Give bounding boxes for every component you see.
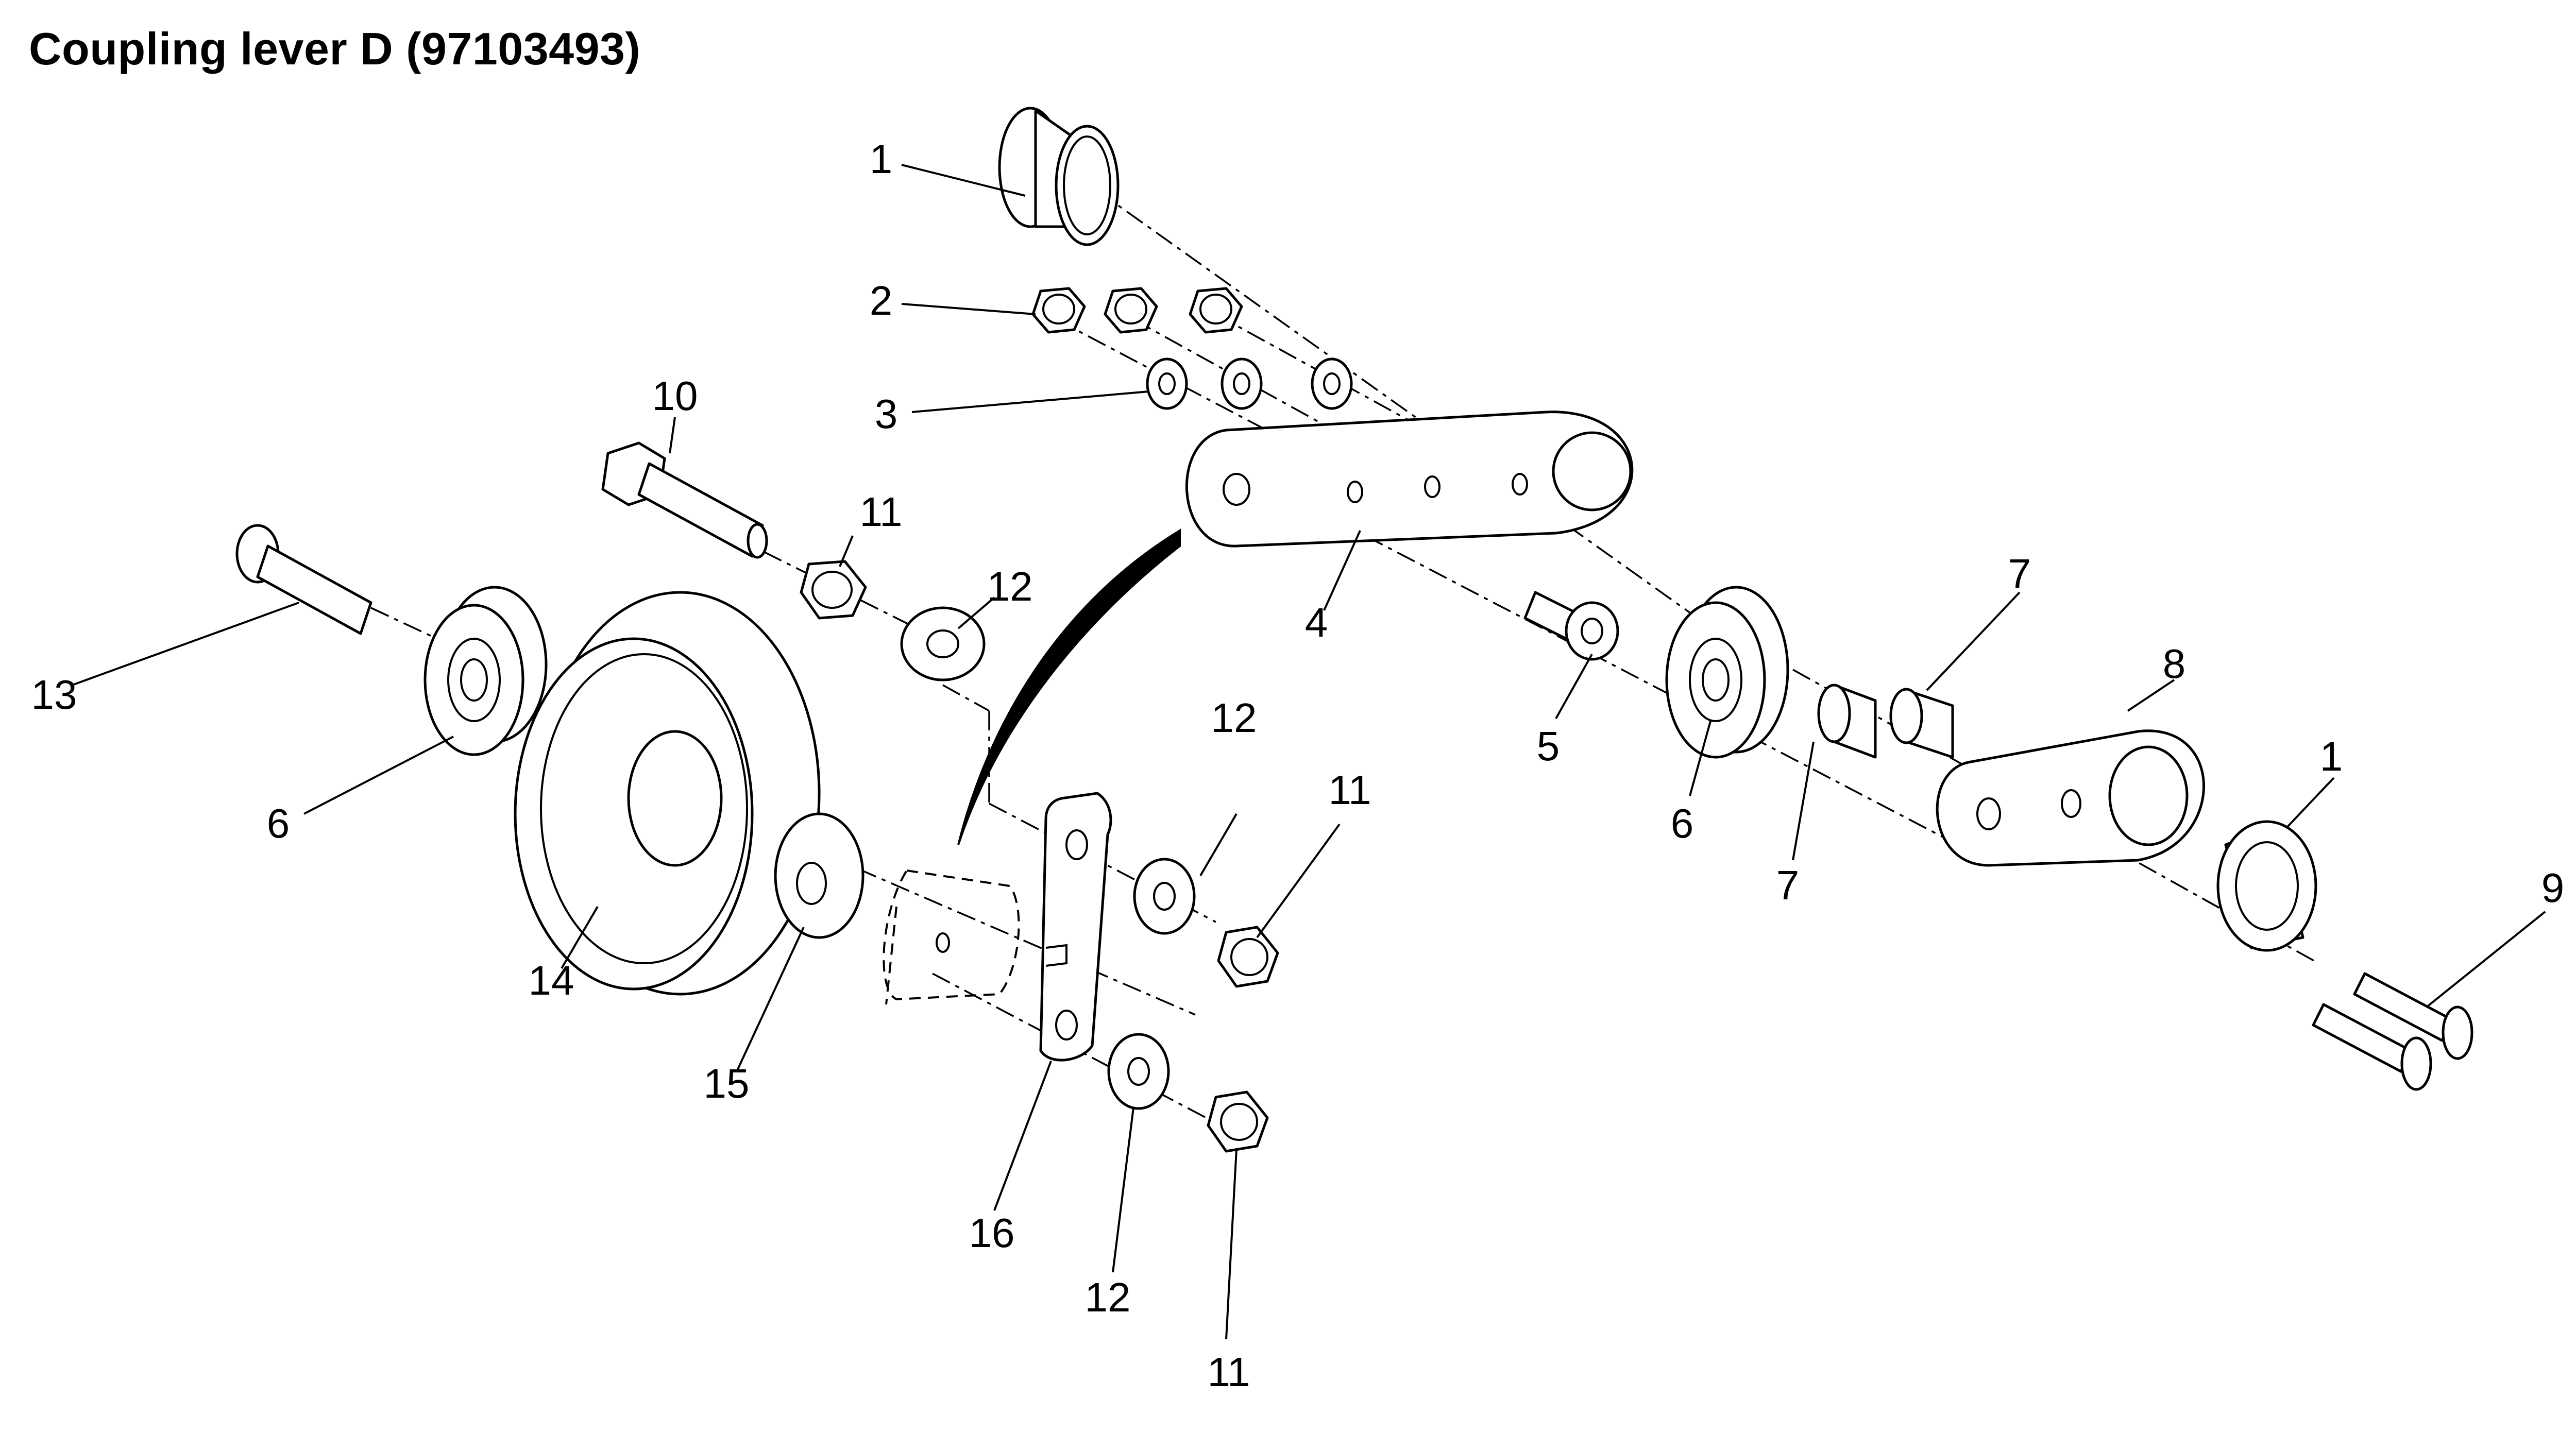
callout-9: 9 [2541,865,2565,911]
spacer-sleeves [1817,684,1954,759]
flanged-bushing-top [998,107,1120,246]
callout-13: 13 [31,672,77,718]
callout-14: 14 [529,958,574,1003]
pulley-wheel [514,591,821,996]
coupling-lever-short [1936,729,2205,867]
callout-6-left: 6 [267,800,290,846]
hex-bolt [601,441,768,559]
callout-7-upper: 7 [2008,551,2031,596]
countersunk-screws [2312,972,2473,1091]
nut-middle [1217,926,1279,988]
diagram-title: Coupling lever D (97103493) [29,23,641,74]
callout-11-lower: 11 [1207,1349,1250,1395]
callout-11-middle: 11 [1328,767,1371,813]
washer-upper [900,606,986,681]
thick-washer [774,812,865,939]
callout-7-lower: 7 [1776,862,1800,908]
callout-11-upper: 11 [859,489,902,535]
callout-15: 15 [704,1061,750,1106]
phantom-bracket [883,869,1020,1005]
callout-1-top: 1 [870,136,893,182]
lock-nuts [1031,287,1243,334]
ball-bearing-right [1665,586,1789,759]
callout-12-upper: 12 [987,564,1033,609]
callout-16: 16 [969,1210,1015,1256]
flanged-bushing-right [2216,820,2317,952]
callout-3: 3 [875,391,898,437]
carriage-bolt [235,524,372,635]
link-plate [1039,792,1112,1062]
callout-12-lower: 12 [1085,1274,1131,1320]
assembly-axes [370,190,2319,1124]
washer-middle [1133,858,1196,935]
leader-lines [72,164,2546,1340]
callout-5: 5 [1537,723,1560,769]
coupling-lever-long [1185,411,1634,548]
callout-10: 10 [652,373,698,419]
nut-lower [1207,1090,1269,1153]
ball-bearing-left [423,586,548,756]
callout-1-right: 1 [2320,733,2343,779]
callout-8: 8 [2163,641,2186,687]
washers-top [1146,357,1353,410]
nut-upper [800,560,867,620]
washer-lower [1107,1033,1170,1110]
callout-4: 4 [1305,600,1328,645]
callout-6-right: 6 [1671,800,1694,846]
callout-12-middle: 12 [1211,695,1257,741]
drive-belt-segment [957,528,1181,845]
callouts: 1 2 3 10 11 12 13 6 14 15 4 5 6 7 7 8 1 … [31,136,2565,1395]
callout-2: 2 [870,278,893,323]
eye-pin [1523,591,1619,661]
